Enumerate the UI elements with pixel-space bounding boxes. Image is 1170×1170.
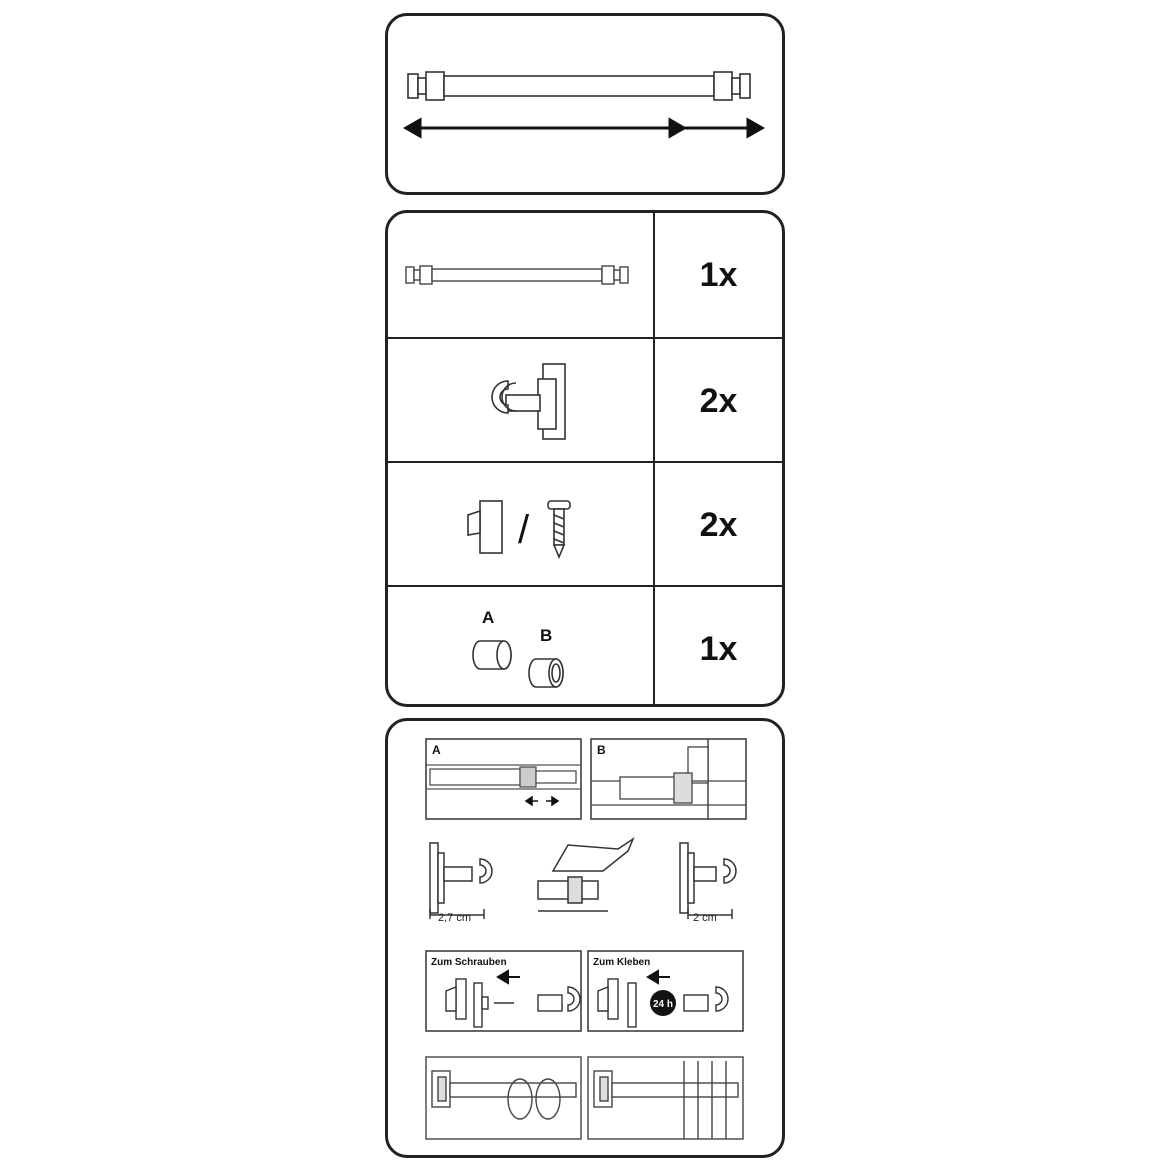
quantity-rod: 1x — [699, 255, 738, 294]
double-arrow-icon — [402, 117, 766, 139]
screw-icon — [547, 500, 571, 560]
quantity-bracket: 2x — [699, 381, 738, 420]
rod-icon — [407, 71, 751, 101]
step-a-label: A — [432, 743, 441, 757]
end-cap-b-label: B — [540, 626, 552, 645]
glue-badge-label: 24 h — [653, 999, 673, 1010]
end-cap-a-icon — [472, 640, 512, 670]
step-final-rings — [425, 1056, 582, 1140]
screw-title: Zum Schrauben — [431, 957, 507, 968]
column-divider — [653, 213, 655, 704]
step-b-label: B — [597, 743, 606, 757]
fastener-separator: / — [518, 508, 530, 552]
parts-row-fasteners: / 2x — [388, 461, 782, 587]
parts-list-panel: 1x 2x / — [385, 210, 785, 707]
glue-title: Zum Kleben — [593, 957, 650, 968]
parts-row-end-caps: A B 1x — [388, 585, 782, 704]
glue-timer-badge — [650, 990, 676, 1016]
rod-icon — [405, 265, 629, 285]
parts-row-bracket: 2x — [388, 337, 782, 463]
adjust-arrows-icon — [524, 795, 560, 807]
step-final-curtain — [587, 1056, 744, 1140]
step-b: B — [590, 738, 747, 820]
quantity-fasteners: 2x — [699, 505, 738, 544]
step-glue: Zum Kleben 24 h — [587, 950, 744, 1032]
measure-left-label: 2,7 cm — [438, 912, 471, 924]
rod-length-diagram — [402, 71, 766, 139]
fasteners-art: / — [467, 500, 571, 560]
bracket-mount-detail — [537, 837, 635, 912]
end-caps-art: A B — [472, 608, 564, 688]
end-cap-a-label: A — [482, 608, 494, 627]
step-a: A — [425, 738, 582, 820]
bracket-measure-right — [679, 842, 737, 919]
installation-steps-diagram: A B — [425, 738, 747, 1140]
adhesive-pad-icon — [467, 500, 503, 554]
step-screw: Zum Schrauben — [425, 950, 582, 1032]
bracket-icon — [491, 363, 566, 440]
parts-row-rod: 1x — [388, 213, 782, 337]
installation-steps-panel: A B — [385, 718, 785, 1158]
measure-right-label: 2 cm — [693, 912, 717, 924]
quantity-end-caps: 1x — [699, 629, 738, 668]
end-cap-b-icon — [528, 658, 564, 688]
bracket-measure-left — [429, 842, 493, 919]
rod-length-panel — [385, 13, 785, 195]
